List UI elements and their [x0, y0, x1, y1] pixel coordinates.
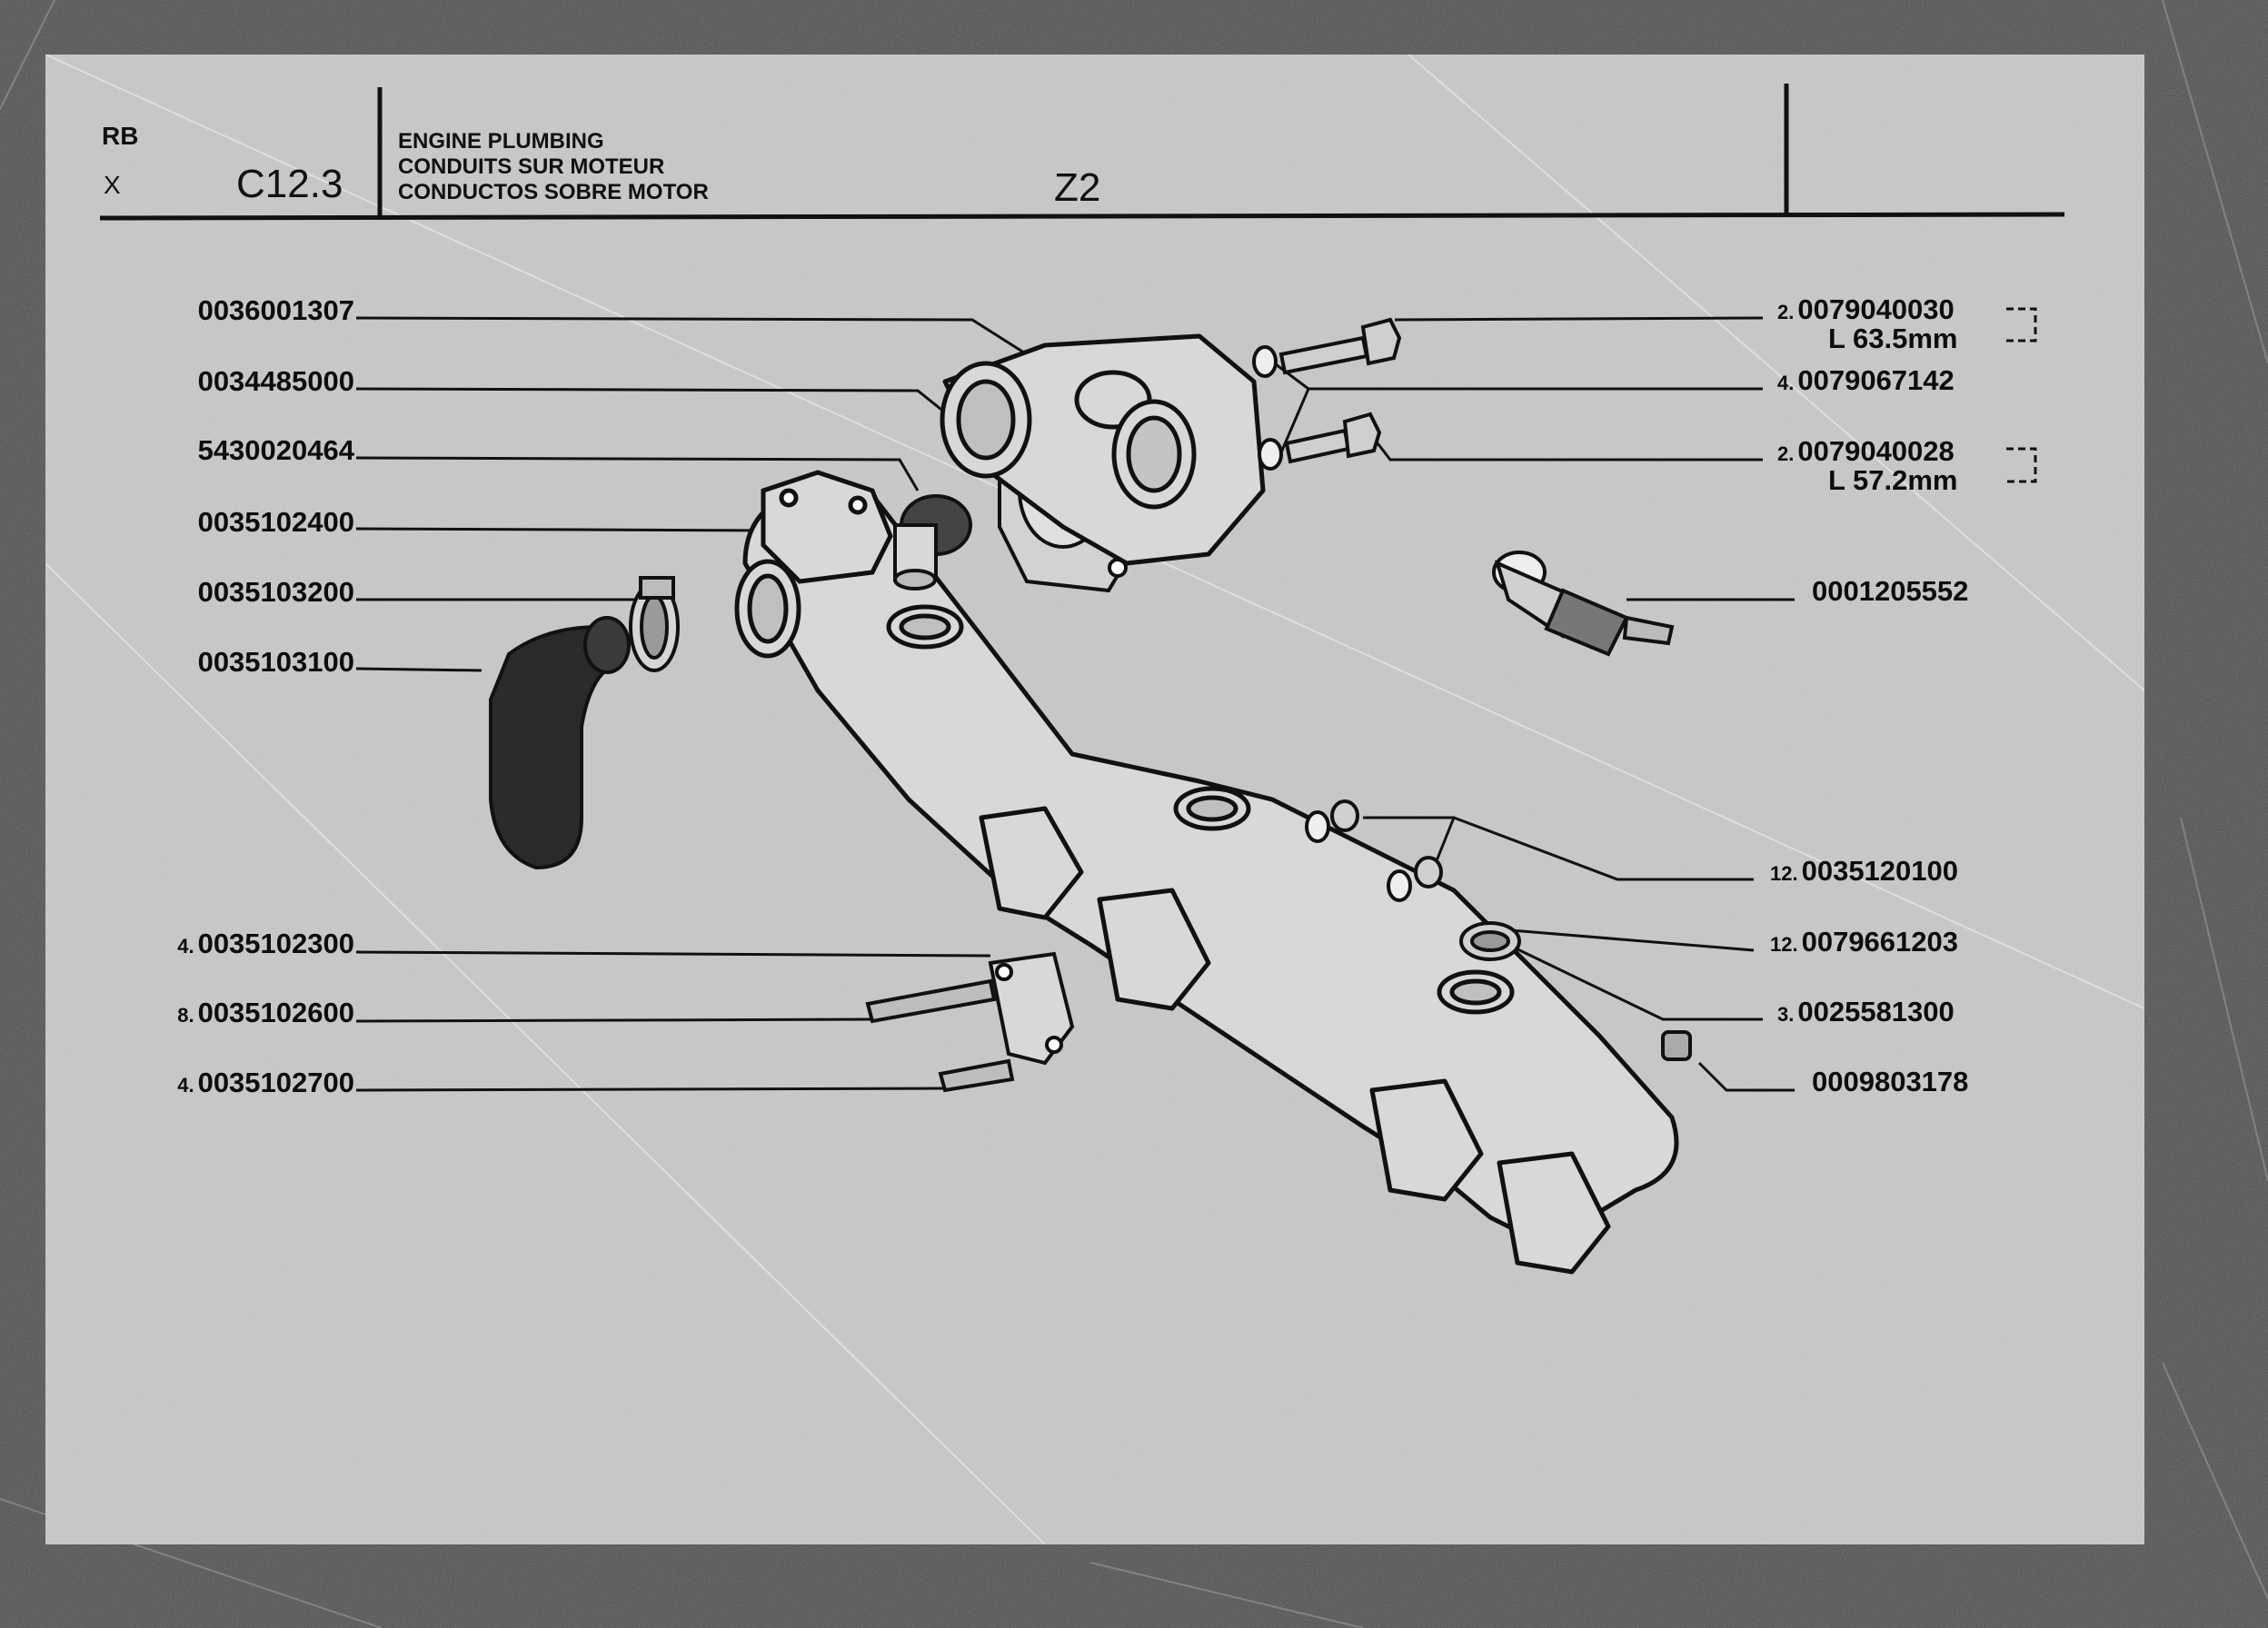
page-code: C12.3	[236, 162, 343, 206]
callout-left-5: 0035103200	[197, 576, 354, 608]
water-pipe-manifold	[734, 488, 1679, 1275]
length-brackets	[2006, 307, 2037, 483]
hose-clamp-part	[629, 576, 680, 672]
callout-right-5: 12.0035120100	[1770, 855, 1959, 887]
callout-left-8: 8.0035102600	[177, 997, 354, 1028]
model-code: Z2	[1054, 165, 1101, 210]
callout-left-6: 0035103100	[197, 646, 354, 678]
title-english: ENGINE PLUMBING	[398, 129, 604, 154]
callout-right-4: 0001205552	[1812, 575, 1969, 607]
hose-part	[489, 616, 631, 870]
callout-left-7: 4.0035102300	[177, 928, 354, 959]
callout-right-8: 0009803178	[1812, 1066, 1969, 1097]
callout-right-1: 2.0079040030	[1777, 293, 1955, 325]
header-code-top: RB	[102, 122, 139, 150]
header-code-bottom: X	[104, 171, 121, 199]
thermostat-part	[893, 494, 972, 591]
callout-right-7: 3.0025581300	[1777, 996, 1955, 1027]
callout-left-4: 0035102400	[197, 506, 354, 538]
callout-right-1-length: L 63.5mm	[1828, 323, 1958, 354]
bolt-long	[1252, 317, 1402, 378]
temperature-sender-part	[1492, 551, 1675, 657]
pipe-elbow-flange	[761, 470, 893, 584]
title-french: CONDUITS SUR MOTEUR	[398, 154, 665, 179]
thermostat-housing-part	[940, 333, 1266, 566]
callout-left-2: 0034485000	[197, 365, 354, 397]
callout-right-3-length: L 57.2mm	[1828, 464, 1958, 496]
callout-right-2: 4.0079067142	[1777, 364, 1955, 396]
callout-left-1: 0036001307	[197, 294, 354, 326]
title-spanish: CONDUCTOS SOBRE MOTOR	[398, 180, 709, 204]
small-hardware	[1305, 799, 1692, 1061]
header-rules	[99, 84, 2065, 221]
callout-left-3: 5430020464	[197, 434, 354, 466]
callout-left-9: 4.0035102700	[177, 1067, 354, 1098]
callout-right-6: 12.0079661203	[1770, 926, 1959, 958]
callout-right-3: 2.0079040028	[1777, 435, 1955, 467]
bolt-short	[1258, 412, 1382, 471]
studs-and-flange	[865, 951, 1075, 1093]
